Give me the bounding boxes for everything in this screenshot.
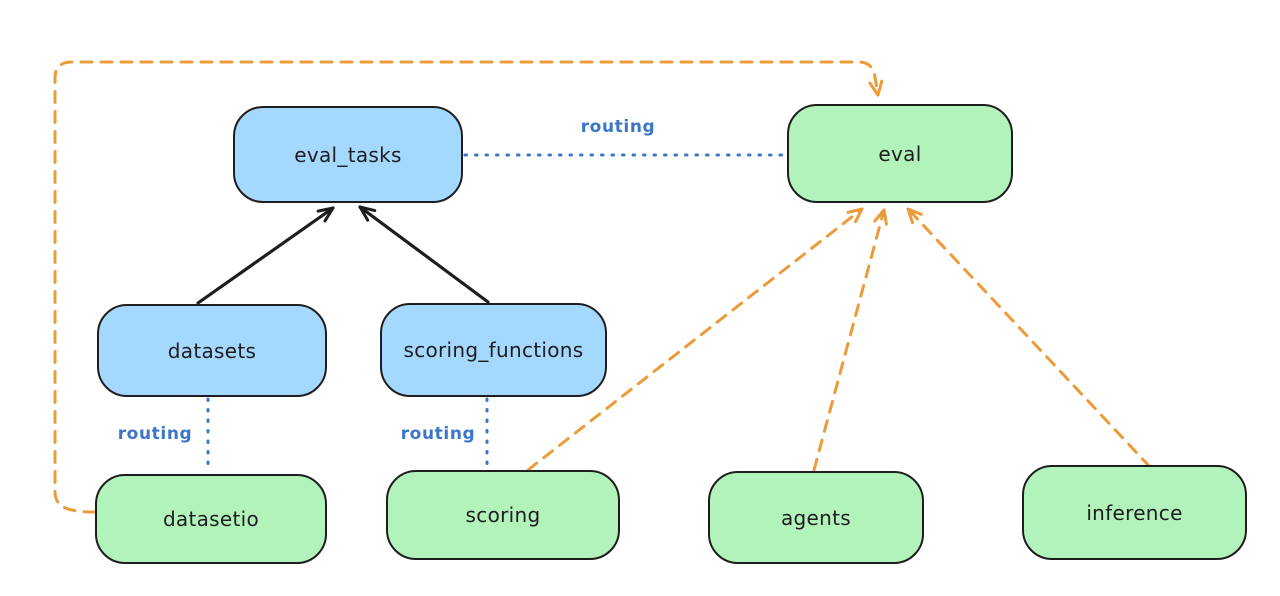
node-agents: agents — [708, 471, 924, 564]
node-datasetio-label: datasetio — [162, 507, 260, 531]
edge-inference-to-eval — [906, 207, 1152, 469]
routing-label-top: routing — [580, 117, 656, 137]
node-inference: inference — [1022, 465, 1247, 560]
node-scoring-label: scoring — [465, 503, 541, 527]
routing-label-middle: routing — [400, 424, 476, 444]
node-eval: eval — [787, 104, 1013, 203]
edge-agents-to-eval — [812, 208, 888, 472]
edge-datasetio-to-eval — [53, 60, 884, 514]
edge-scoring-to-eval — [526, 207, 864, 472]
edge-datasets-to-eval_tasks — [196, 206, 335, 305]
edge-scoring_functions-to-eval_tasks — [358, 205, 490, 304]
node-datasets-label: datasets — [167, 338, 257, 363]
node-scoring: scoring — [386, 470, 620, 560]
node-inference-label: inference — [1086, 500, 1183, 525]
node-datasetio: datasetio — [95, 474, 327, 564]
node-scoring-functions-label: scoring_functions — [403, 338, 584, 362]
routing-label-left: routing — [117, 424, 193, 444]
node-scoring-functions: scoring_functions — [380, 303, 607, 397]
node-datasets: datasets — [97, 304, 327, 397]
node-eval-tasks: eval_tasks — [233, 106, 463, 203]
node-agents-label: agents — [781, 505, 851, 530]
node-eval-label: eval — [878, 141, 922, 166]
node-eval-tasks-label: eval_tasks — [294, 142, 402, 167]
